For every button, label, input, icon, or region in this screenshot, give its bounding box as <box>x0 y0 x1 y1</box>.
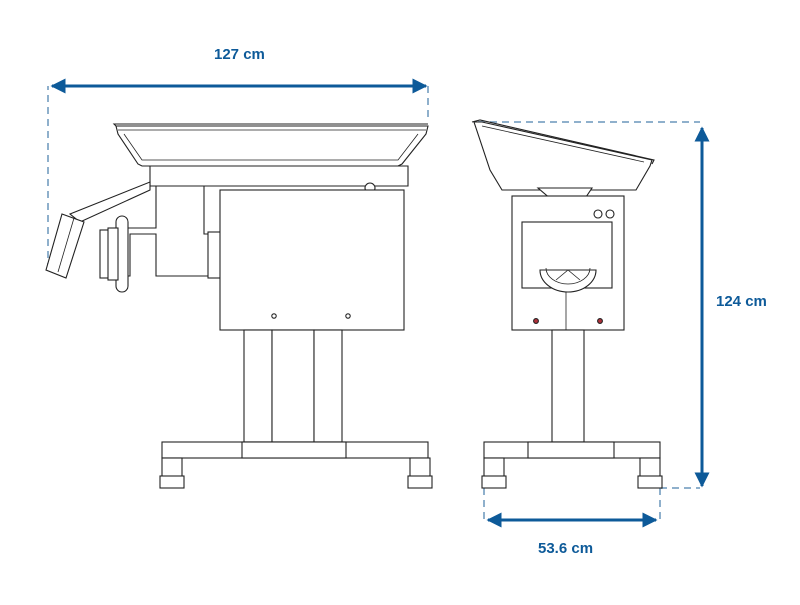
depth-label: 53.6 cm <box>538 540 594 557</box>
side-motor-body <box>207 189 405 331</box>
front-stand <box>481 329 663 489</box>
side-hopper <box>112 123 429 167</box>
side-upper-housing <box>149 165 409 187</box>
side-outlet <box>99 215 129 293</box>
front-view <box>471 119 663 489</box>
side-stand <box>159 329 433 489</box>
height-dimension <box>478 121 710 489</box>
width-dimension <box>47 78 429 270</box>
side-chute <box>45 181 151 279</box>
front-body <box>511 195 625 331</box>
width-label: 127 cm <box>214 46 265 63</box>
front-hopper <box>471 119 655 191</box>
depth-dimension <box>483 488 661 528</box>
side-neck <box>121 185 211 277</box>
side-view <box>45 123 433 489</box>
height-label: 124 cm <box>716 293 767 310</box>
